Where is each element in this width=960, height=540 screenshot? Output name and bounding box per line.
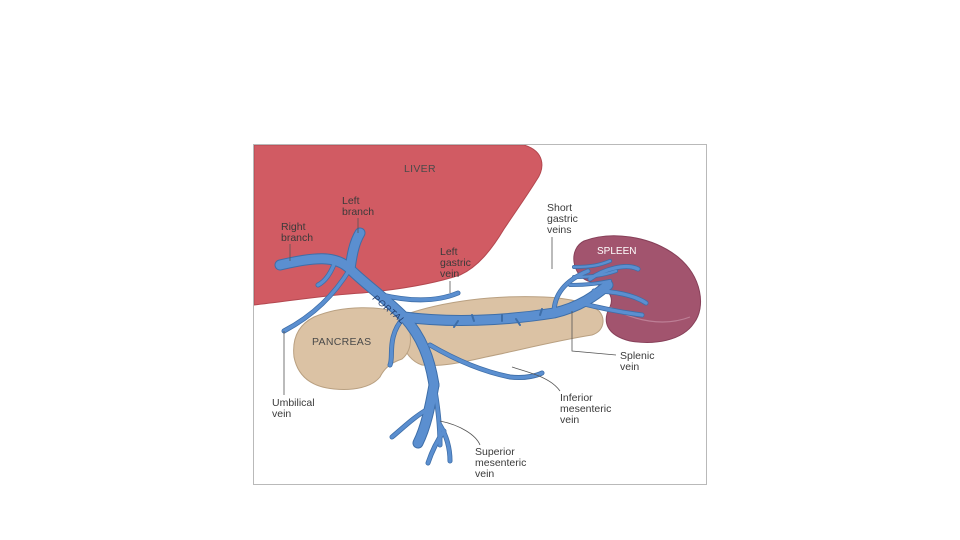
inferior-mesenteric-vein-label-line1: Inferior <box>560 392 593 404</box>
right-branch-label-line2: branch <box>281 232 313 244</box>
superior-mesenteric-vein-label-line1: Superior <box>475 446 515 458</box>
left-branch-label-line1: Left <box>342 195 360 207</box>
inferior-mesenteric-vein-label-line2: mesenteric <box>560 403 611 415</box>
short-gastric-veins-label-line2: gastric <box>547 213 578 225</box>
splenic-vein-label-line2: vein <box>620 361 639 373</box>
superior-mesenteric-vein-label-line2: mesenteric <box>475 457 526 469</box>
short-gastric-veins-label-line3: veins <box>547 224 572 236</box>
left-gastric-vein-label-line3: vein <box>440 268 459 280</box>
liver-label: LIVER <box>404 163 436 175</box>
left-gastric-vein-label-line1: Left <box>440 246 458 258</box>
superior-mesenteric-vein-label-line3: vein <box>475 468 494 480</box>
left-branch-label-line2: branch <box>342 206 374 218</box>
inferior-mesenteric-vein-label-line3: vein <box>560 414 579 426</box>
right-branch-label-line1: Right <box>281 221 306 233</box>
portal-venous-system-figure: LIVER SPLEEN PANCREAS PORTAL Left branch… <box>253 144 707 485</box>
left-gastric-vein-label-line2: gastric <box>440 257 471 269</box>
pancreas-label: PANCREAS <box>312 336 371 348</box>
spleen-label: SPLEEN <box>597 246 636 257</box>
splenic-vein-label-line1: Splenic <box>620 350 654 362</box>
short-gastric-veins-label-line1: Short <box>547 202 572 214</box>
umbilical-vein-label-line2: vein <box>272 408 291 420</box>
umbilical-vein-label-line1: Umbilical <box>272 397 315 409</box>
